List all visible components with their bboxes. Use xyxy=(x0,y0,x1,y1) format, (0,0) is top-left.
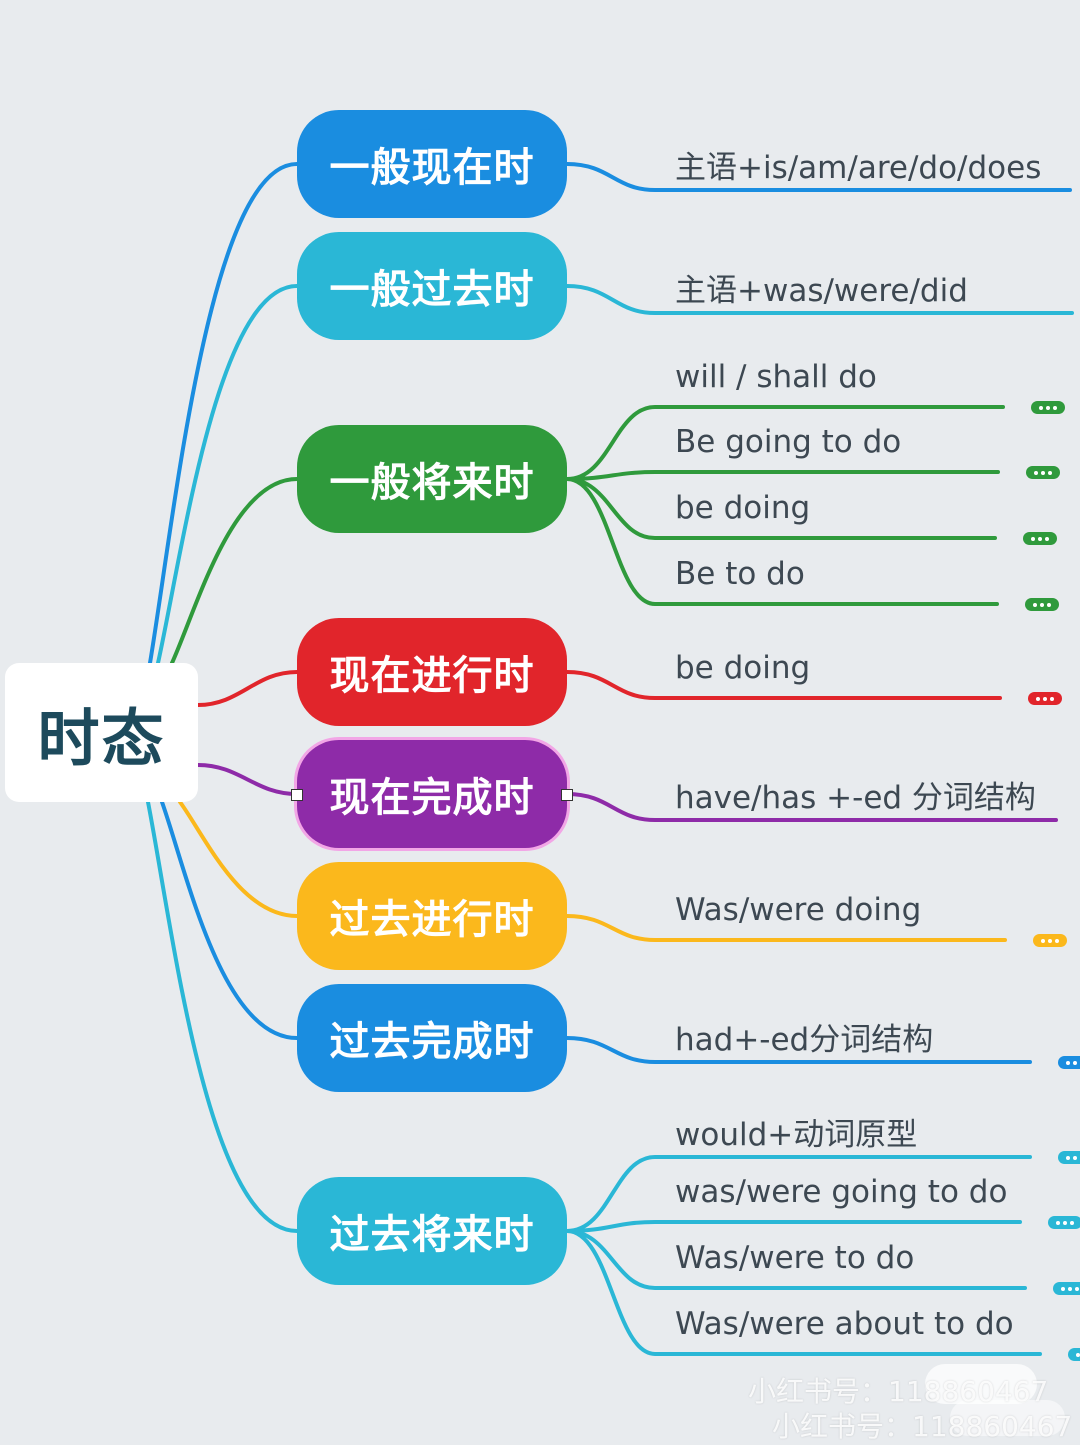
topic-node[interactable]: 过去完成时 xyxy=(297,984,567,1092)
leaf-connector xyxy=(565,670,1002,700)
more-icon[interactable] xyxy=(1053,1282,1080,1295)
watermark-text-2: 小红书号：118860467 xyxy=(772,1410,1073,1443)
resize-handle-left[interactable] xyxy=(291,789,303,801)
root-connector xyxy=(170,477,299,665)
root-connector xyxy=(156,284,299,665)
more-icon[interactable] xyxy=(1068,1348,1080,1361)
topic-label: 过去完成时 xyxy=(329,1019,535,1065)
more-icon[interactable] xyxy=(1023,532,1057,545)
root-connector xyxy=(178,800,299,918)
root-connector xyxy=(160,800,299,1040)
topic-node[interactable]: 一般现在时 xyxy=(297,110,567,218)
subtopic-text[interactable]: was/were going to do xyxy=(675,1174,1008,1210)
leaf-connector xyxy=(565,477,997,540)
leaf-connector xyxy=(565,1155,1032,1233)
topic-node[interactable]: 现在完成时 xyxy=(291,740,573,848)
leaf-connector xyxy=(565,914,1007,942)
more-icon[interactable] xyxy=(1025,598,1059,611)
topic-label: 现在完成时 xyxy=(329,775,535,821)
subtopic-text[interactable]: Be to do xyxy=(675,556,805,592)
subtopic-text[interactable]: be doing xyxy=(675,490,811,526)
leaf-connector xyxy=(565,792,1058,822)
root-label: 时态 xyxy=(37,701,166,775)
leaf-connector xyxy=(565,1220,1022,1233)
subtopic-text[interactable]: had+-ed分词结构 xyxy=(675,1022,934,1058)
leaf-connector xyxy=(565,1229,1027,1290)
leaf-connector xyxy=(565,162,1072,192)
topic-node[interactable]: 一般过去时 xyxy=(297,232,567,340)
subtopic-text[interactable]: have/has +-ed 分词结构 xyxy=(675,780,1036,816)
subtopic-text[interactable]: 主语+was/were/did xyxy=(675,273,968,309)
leaf-connector xyxy=(565,470,1000,481)
topic-node[interactable]: 一般将来时 xyxy=(297,425,567,533)
root-connector xyxy=(148,162,299,665)
root-node[interactable]: 时态 xyxy=(5,663,198,802)
root-connector xyxy=(196,670,299,707)
watermark-logo xyxy=(925,1364,1037,1404)
subtopic-text[interactable]: be doing xyxy=(675,650,811,686)
subtopic-text[interactable]: Be going to do xyxy=(675,424,902,460)
topic-node[interactable]: 过去将来时 xyxy=(297,1177,567,1285)
subtopic-text[interactable]: Was/were about to do xyxy=(675,1306,1014,1342)
more-icon[interactable] xyxy=(1028,692,1062,705)
watermark-logo-2 xyxy=(950,1400,1065,1436)
more-icon[interactable] xyxy=(1033,934,1067,947)
topic-label: 过去将来时 xyxy=(329,1212,535,1258)
topic-label: 现在进行时 xyxy=(329,653,535,699)
subtopic-text[interactable]: would+动词原型 xyxy=(675,1117,918,1153)
topic-label: 一般过去时 xyxy=(329,267,535,313)
topic-label: 一般现在时 xyxy=(329,145,535,191)
subtopic-text[interactable]: Was/were doing xyxy=(675,892,922,928)
subtopic-text[interactable]: Was/were to do xyxy=(675,1240,915,1276)
leaf-connector xyxy=(565,405,1005,481)
topic-label: 过去进行时 xyxy=(329,897,535,943)
more-icon[interactable] xyxy=(1058,1151,1080,1164)
watermark-text: 小红书号：118860467 xyxy=(748,1375,1049,1408)
leaf-connector xyxy=(565,477,999,606)
topic-node[interactable]: 现在进行时 xyxy=(297,618,567,726)
subtopic-text[interactable]: 主语+is/am/are/do/does xyxy=(675,150,1042,186)
more-icon[interactable] xyxy=(1026,466,1060,479)
more-icon[interactable] xyxy=(1031,401,1065,414)
leaf-connector xyxy=(565,1036,1032,1064)
leaf-connector xyxy=(565,1229,1042,1356)
leaf-connector xyxy=(565,284,1074,315)
more-icon[interactable] xyxy=(1048,1216,1080,1229)
resize-handle-right[interactable] xyxy=(561,789,573,801)
topic-node[interactable]: 过去进行时 xyxy=(297,862,567,970)
topic-label: 一般将来时 xyxy=(329,460,535,506)
subtopic-text[interactable]: will / shall do xyxy=(675,359,877,395)
more-icon[interactable] xyxy=(1058,1056,1080,1069)
root-connector xyxy=(146,800,299,1233)
root-connector xyxy=(196,763,299,796)
